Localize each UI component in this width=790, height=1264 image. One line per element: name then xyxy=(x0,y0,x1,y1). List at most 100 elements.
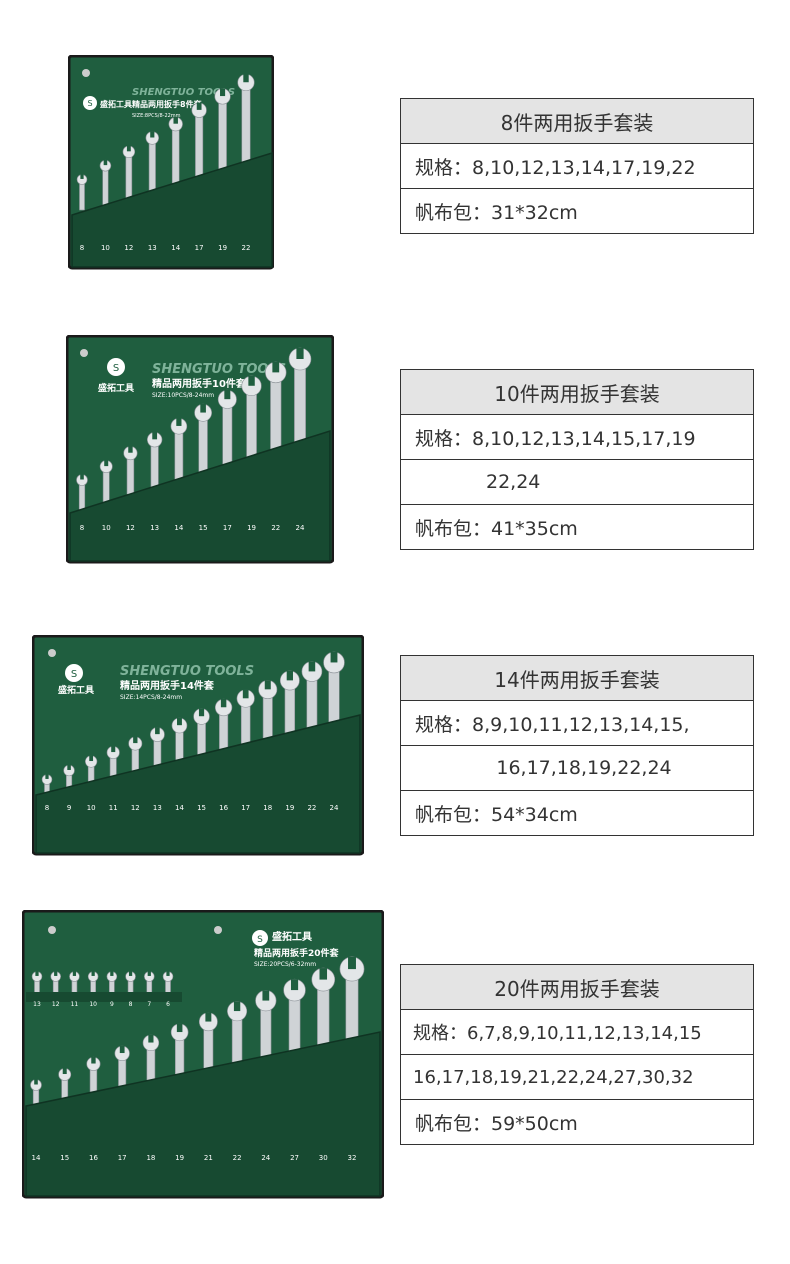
size-label: 12 xyxy=(52,1001,60,1008)
size-label: 10 xyxy=(89,1001,97,1008)
wrench-icon xyxy=(217,389,237,511)
brand-en: SHENGTUO TOOLS xyxy=(152,362,286,377)
brand-cn: 盛拓工具 xyxy=(98,382,134,394)
spec-sizes-cont: 22,24 xyxy=(400,459,754,505)
size-label: 27 xyxy=(290,1154,299,1162)
size-label: 15 xyxy=(199,524,208,532)
set-name: 精品两用扳手10件套 xyxy=(152,377,247,390)
size-label: 6 xyxy=(166,1001,170,1008)
size-label: 10 xyxy=(87,804,96,812)
wrench-icon xyxy=(214,88,231,211)
brand-cn: 盛拓工具 xyxy=(100,99,132,109)
size-label: 17 xyxy=(241,804,250,812)
wrench-icon xyxy=(76,174,88,211)
size-label: 15 xyxy=(60,1154,69,1162)
set-size: SIZE:10PCS/8-24mm xyxy=(152,392,214,399)
wrench-icon xyxy=(168,116,183,211)
wrench-pouch-14: S SHENGTUO TOOLS 盛拓工具 精品两用扳手14件套 SIZE:14… xyxy=(32,635,364,856)
size-label: 8 xyxy=(80,524,84,532)
size-label: 32 xyxy=(348,1154,357,1162)
set-name: 精品两用扳手8件套 xyxy=(132,99,203,109)
spec-bag: 帆布包：41*35cm xyxy=(400,504,754,550)
size-label: 10 xyxy=(102,524,111,532)
brand-logo-icon: S xyxy=(65,664,83,682)
grommet-icon xyxy=(214,926,222,934)
set-name: 精品两用扳手20件套 xyxy=(254,947,340,959)
size-label: 16 xyxy=(219,804,228,812)
size-label: 13 xyxy=(150,524,159,532)
size-label: 15 xyxy=(197,804,206,812)
set-8-section: S SHENGTUO TOOLS 盛拓工具 精品两用扳手8件套 SIZE:8PC… xyxy=(0,0,790,290)
size-label: 30 xyxy=(319,1154,328,1162)
size-label: 19 xyxy=(175,1154,184,1162)
wrench-icon xyxy=(191,102,207,211)
size-label: 8 xyxy=(45,804,49,812)
size-label: 19 xyxy=(285,804,294,812)
size-label: 22 xyxy=(307,804,316,812)
set-size: SIZE:8PCS/8-22mm xyxy=(132,113,181,119)
brand-logo-icon: S xyxy=(107,358,125,376)
size-label: 21 xyxy=(204,1154,213,1162)
wrench-icon xyxy=(170,417,188,511)
spec-table-14: 14件两用扳手套装 规格：8,9,10,11,12,13,14,15, 16,1… xyxy=(400,655,754,836)
size-label: 18 xyxy=(146,1154,155,1162)
spec-sizes-cont: 16,17,18,19,22,24 xyxy=(400,745,754,791)
set-name: 精品两用扳手14件套 xyxy=(120,679,215,692)
size-label: 11 xyxy=(71,1001,79,1008)
size-label: 22 xyxy=(233,1154,242,1162)
size-label: 16 xyxy=(89,1154,98,1162)
spec-sizes-cont: 16,17,18,19,21,22,24,27,30,32 xyxy=(400,1054,754,1100)
spec-sizes: 规格：6,7,8,9,10,11,12,13,14,15 xyxy=(400,1009,754,1055)
wrench-icon xyxy=(125,971,136,1001)
wrench-icon xyxy=(144,971,155,1001)
size-label: 18 xyxy=(263,804,272,812)
svg-text:S: S xyxy=(87,99,92,108)
size-label: 12 xyxy=(131,804,140,812)
size-label: 14 xyxy=(175,804,184,812)
wrench-pouch-8: S SHENGTUO TOOLS 盛拓工具 精品两用扳手8件套 SIZE:8PC… xyxy=(68,55,274,270)
spec-table-8: 8件两用扳手套装 规格：8,10,12,13,14,17,19,22 帆布包：3… xyxy=(400,98,754,234)
svg-text:S: S xyxy=(71,669,77,680)
spec-sizes: 规格：8,10,12,13,14,17,19,22 xyxy=(400,143,754,189)
size-label: 12 xyxy=(124,244,133,252)
spec-sizes: 规格：8,10,12,13,14,15,17,19 xyxy=(400,414,754,460)
wrench-icon xyxy=(194,403,212,511)
size-label: 19 xyxy=(247,524,256,532)
size-label: 13 xyxy=(153,804,162,812)
set-14-section: S SHENGTUO TOOLS 盛拓工具 精品两用扳手14件套 SIZE:14… xyxy=(0,610,790,880)
size-label: 22 xyxy=(242,244,251,252)
wrench-icon xyxy=(237,73,255,211)
spec-table-20: 20件两用扳手套装 规格：6,7,8,9,10,11,12,13,14,15 1… xyxy=(400,964,754,1145)
size-label: 14 xyxy=(171,244,180,252)
spec-bag: 帆布包：31*32cm xyxy=(400,188,754,234)
brand-cn: 盛拓工具 xyxy=(272,930,312,943)
size-label: 14 xyxy=(32,1154,41,1162)
spec-title: 8件两用扳手套装 xyxy=(400,98,754,144)
set-size: SIZE:14PCS/8-24mm xyxy=(120,694,182,701)
brand-en: SHENGTUO TOOLS xyxy=(132,87,235,98)
spec-title: 10件两用扳手套装 xyxy=(400,369,754,415)
spec-bag: 帆布包：54*34cm xyxy=(400,790,754,836)
svg-text:S: S xyxy=(113,363,119,374)
size-label: 19 xyxy=(218,244,227,252)
wrench-icon xyxy=(50,971,61,1001)
spec-sizes: 规格：8,9,10,11,12,13,14,15, xyxy=(400,700,754,746)
size-label: 13 xyxy=(33,1001,41,1008)
brand-en: SHENGTUO TOOLS xyxy=(120,664,254,679)
brand-logo-icon: S xyxy=(252,930,268,946)
spec-title: 14件两用扳手套装 xyxy=(400,655,754,701)
size-label: 17 xyxy=(223,524,232,532)
size-label: 22 xyxy=(271,524,280,532)
size-label: 9 xyxy=(67,804,71,812)
size-label: 14 xyxy=(174,524,183,532)
spec-bag: 帆布包：59*50cm xyxy=(400,1099,754,1145)
brand-cn: 盛拓工具 xyxy=(58,684,94,696)
size-label: 11 xyxy=(109,804,118,812)
size-label: 9 xyxy=(110,1001,114,1008)
grommet-icon xyxy=(48,926,56,934)
svg-text:S: S xyxy=(257,935,263,945)
brand-logo-icon: S xyxy=(83,96,97,110)
wrench-icon xyxy=(30,1079,42,1121)
